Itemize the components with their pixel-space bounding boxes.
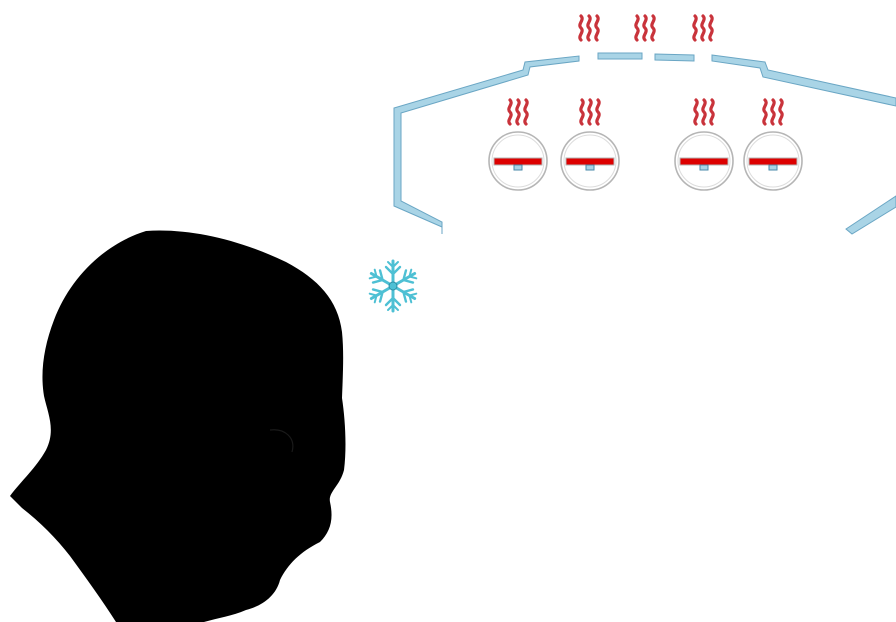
enclosure-vent-segment-1 <box>597 52 643 60</box>
enclosure-vent-segment-2 <box>654 53 695 62</box>
head-silhouette <box>10 230 346 622</box>
heating-element-icon <box>488 131 548 191</box>
heat-waves-icon <box>693 98 715 126</box>
snowflake-core <box>388 281 398 291</box>
helmet-enclosure <box>393 52 896 235</box>
heat-waves-icon <box>634 14 656 42</box>
heating-element-icon <box>674 131 734 191</box>
enclosure-right-lower-wall <box>845 195 896 235</box>
heat-waves-icon <box>762 98 784 126</box>
heater-group <box>488 98 803 191</box>
snowflake-icon <box>366 259 420 313</box>
heat-waves-icon <box>579 98 601 126</box>
ear-detail <box>269 429 294 453</box>
heat-waves-icon <box>578 14 600 42</box>
heat-waves-icon <box>692 14 714 42</box>
enclosure-left-wall <box>393 55 580 234</box>
heating-element-icon <box>560 131 620 191</box>
heating-element-icon <box>743 131 803 191</box>
enclosure-right-wall <box>711 54 896 107</box>
heat-waves-icon <box>507 98 529 126</box>
vent-heat-group <box>578 14 714 42</box>
